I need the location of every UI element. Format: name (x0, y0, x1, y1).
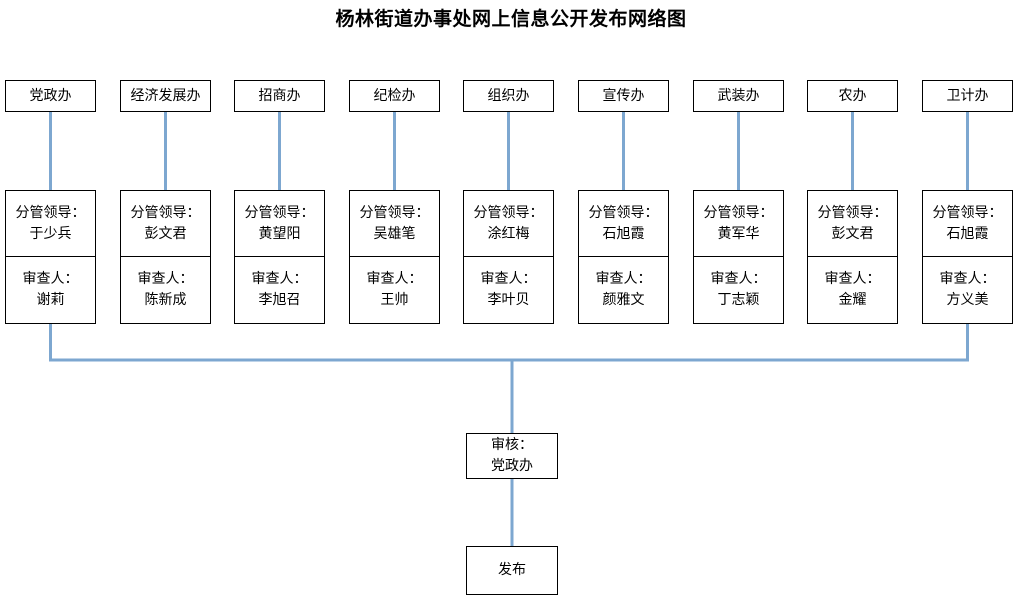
reviewer-cell: 审查人： 李叶贝 (464, 257, 553, 323)
leader-role-label: 分管领导： (817, 204, 888, 221)
leader-name: 石旭霞 (946, 225, 989, 242)
leader-role-label: 分管领导： (359, 204, 430, 221)
department-node-1[interactable]: 党政办 (5, 80, 96, 112)
leader-cell: 分管领导： 彭文君 (808, 191, 897, 257)
reviewer-name: 方义美 (946, 292, 989, 308)
leader-role-label: 分管领导： (130, 204, 201, 221)
person-node-3[interactable]: 分管领导： 黄望阳审查人： 李旭召 (234, 190, 325, 324)
department-node-9[interactable]: 卫计办 (922, 80, 1013, 112)
reviewer-name: 李旭召 (258, 292, 301, 308)
reviewer-role-label: 审查人： (939, 271, 996, 287)
reviewer-name: 王帅 (380, 292, 409, 308)
department-label: 组织办 (487, 88, 530, 104)
person-node-9[interactable]: 分管领导： 石旭霞审查人： 方义美 (922, 190, 1013, 324)
reviewer-cell: 审查人： 谢莉 (6, 257, 95, 323)
leader-name: 涂红梅 (487, 225, 530, 242)
leader-name: 黄望阳 (258, 225, 301, 242)
person-node-8[interactable]: 分管领导： 彭文君审查人： 金耀 (807, 190, 898, 324)
department-label: 武装办 (717, 88, 760, 104)
reviewer-name: 谢莉 (36, 292, 65, 308)
reviewer-cell: 审查人： 方义美 (923, 257, 1012, 323)
reviewer-role-label: 审查人： (366, 271, 423, 287)
department-label: 农办 (838, 88, 867, 104)
leader-cell: 分管领导： 石旭霞 (579, 191, 668, 257)
reviewer-name: 丁志颖 (717, 292, 760, 308)
page-title: 杨林街道办事处网上信息公开发布网络图 (335, 8, 687, 30)
reviewer-role-label: 审查人： (22, 271, 79, 287)
person-node-7[interactable]: 分管领导： 黄军华审查人： 丁志颖 (693, 190, 784, 324)
reviewer-name: 陈新成 (144, 292, 187, 308)
reviewer-cell: 审查人： 李旭召 (235, 257, 324, 323)
leader-role-label: 分管领导： (473, 204, 544, 221)
leader-cell: 分管领导： 于少兵 (6, 191, 95, 257)
leader-name: 彭文君 (144, 225, 187, 242)
department-label: 纪检办 (373, 88, 416, 104)
reviewer-role-label: 审查人： (480, 271, 537, 287)
department-node-5[interactable]: 组织办 (463, 80, 554, 112)
reviewer-role-label: 审查人： (595, 271, 652, 287)
leader-name: 石旭霞 (602, 225, 645, 242)
leader-cell: 分管领导： 石旭霞 (923, 191, 1012, 257)
publish-node[interactable]: 发布 (466, 546, 558, 595)
person-node-2[interactable]: 分管领导： 彭文君审查人： 陈新成 (120, 190, 211, 324)
reviewer-cell: 审查人： 丁志颖 (694, 257, 783, 323)
reviewer-cell: 审查人： 颜雅文 (579, 257, 668, 323)
leader-name: 吴雄笔 (373, 225, 416, 242)
reviewer-name: 李叶贝 (487, 292, 530, 308)
person-node-5[interactable]: 分管领导： 涂红梅审查人： 李叶贝 (463, 190, 554, 324)
reviewer-name: 颜雅文 (602, 292, 645, 308)
leader-cell: 分管领导： 彭文君 (121, 191, 210, 257)
person-node-4[interactable]: 分管领导： 吴雄笔审查人： 王帅 (349, 190, 440, 324)
department-label: 招商办 (258, 88, 301, 104)
review-label-line2: 党政办 (491, 458, 533, 474)
reviewer-name: 金耀 (838, 292, 867, 308)
person-node-6[interactable]: 分管领导： 石旭霞审查人： 颜雅文 (578, 190, 669, 324)
department-node-4[interactable]: 纪检办 (349, 80, 440, 112)
department-node-8[interactable]: 农办 (807, 80, 898, 112)
reviewer-role-label: 审查人： (824, 271, 881, 287)
leader-cell: 分管领导： 黄军华 (694, 191, 783, 257)
review-node[interactable]: 审核： 党政办 (466, 433, 558, 479)
department-node-7[interactable]: 武装办 (693, 80, 784, 112)
department-node-2[interactable]: 经济发展办 (120, 80, 211, 112)
leader-role-label: 分管领导： (588, 204, 659, 221)
department-label: 卫计办 (946, 88, 989, 104)
department-node-3[interactable]: 招商办 (234, 80, 325, 112)
department-label: 宣传办 (602, 88, 645, 104)
leader-name: 于少兵 (29, 225, 72, 242)
leader-cell: 分管领导： 吴雄笔 (350, 191, 439, 257)
department-label: 党政办 (29, 88, 72, 104)
leader-cell: 分管领导： 涂红梅 (464, 191, 553, 257)
reviewer-cell: 审查人： 王帅 (350, 257, 439, 323)
leader-role-label: 分管领导： (15, 204, 86, 221)
reviewer-role-label: 审查人： (710, 271, 767, 287)
leader-cell: 分管领导： 黄望阳 (235, 191, 324, 257)
leader-role-label: 分管领导： (703, 204, 774, 221)
department-node-6[interactable]: 宣传办 (578, 80, 669, 112)
reviewer-cell: 审查人： 陈新成 (121, 257, 210, 323)
publish-label: 发布 (498, 562, 526, 578)
person-node-1[interactable]: 分管领导： 于少兵审查人： 谢莉 (5, 190, 96, 324)
leader-role-label: 分管领导： (244, 204, 315, 221)
department-label: 经济发展办 (130, 88, 201, 104)
review-label-line1: 审核： (491, 437, 533, 453)
leader-name: 彭文君 (831, 225, 874, 242)
leader-name: 黄军华 (717, 225, 760, 242)
leader-role-label: 分管领导： (932, 204, 1003, 221)
reviewer-cell: 审查人： 金耀 (808, 257, 897, 323)
reviewer-role-label: 审查人： (137, 271, 194, 287)
reviewer-role-label: 审查人： (251, 271, 308, 287)
